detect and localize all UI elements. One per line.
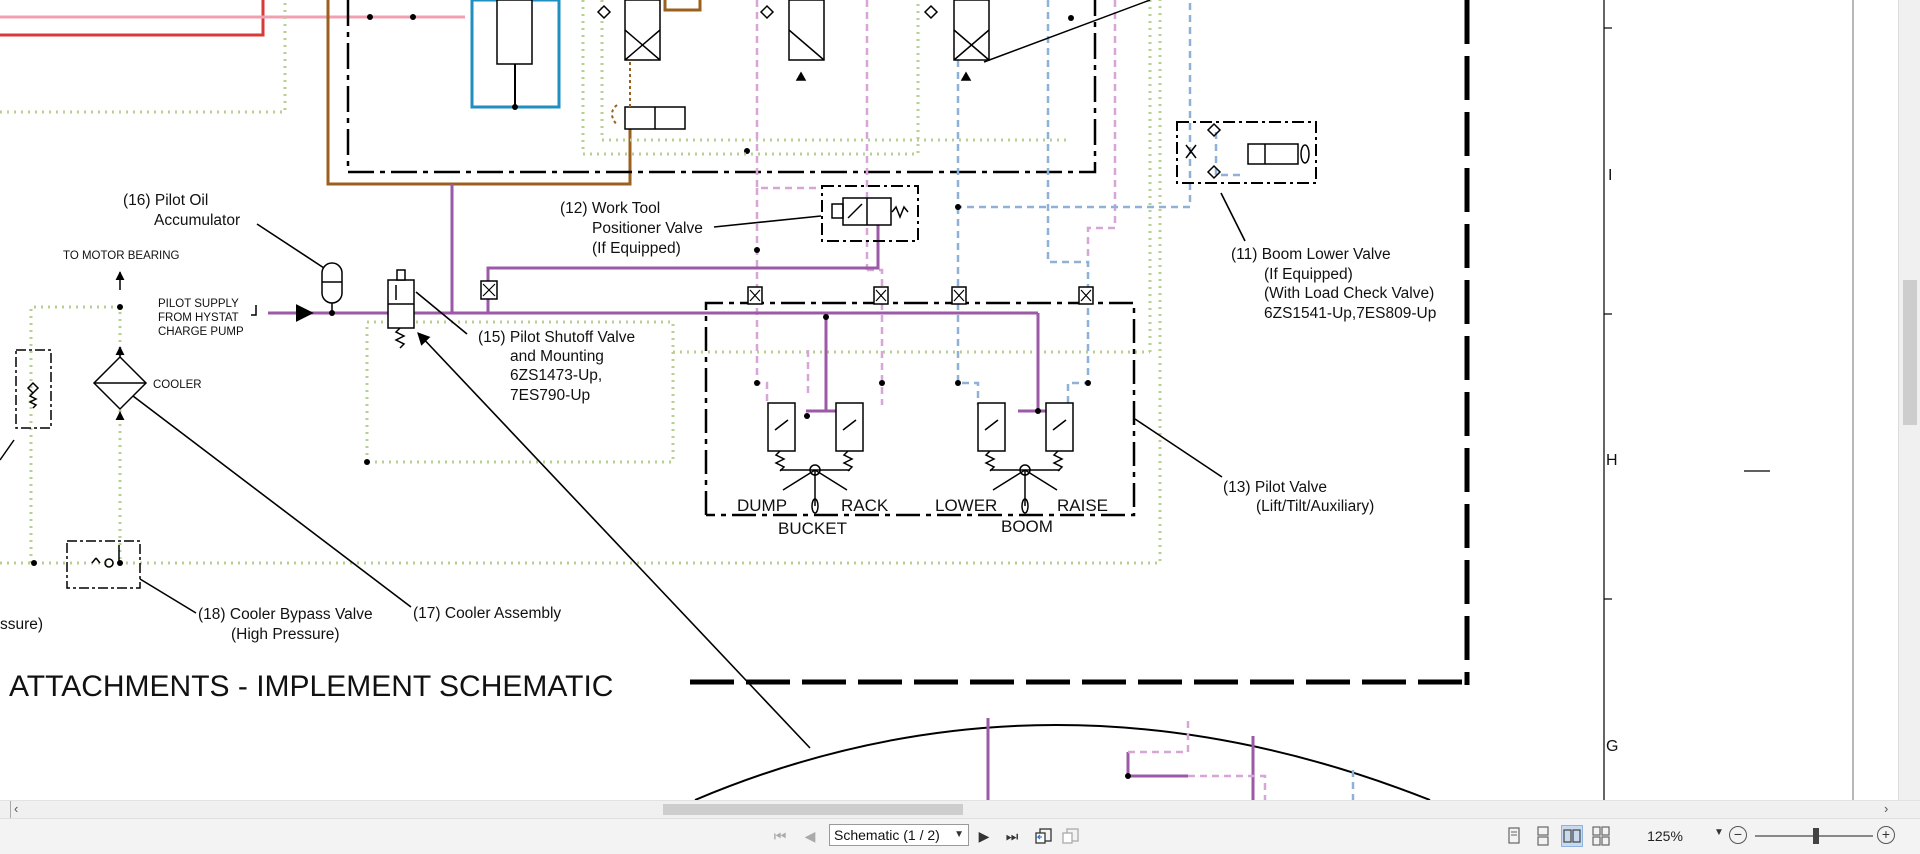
cooler-assembly-label: (17) Cooler Assembly xyxy=(413,605,561,622)
pilot-valve-label-2: (Lift/Tilt/Auxiliary) xyxy=(1256,498,1374,515)
scroll-left-arrow-icon[interactable]: ‹ xyxy=(14,801,19,816)
zoom-slider-thumb[interactable] xyxy=(1813,828,1819,844)
cooler-bypass-valve xyxy=(66,540,141,589)
pilot-supply-lines xyxy=(268,184,1062,413)
case-drain-lines xyxy=(0,0,1162,565)
document-viewport[interactable]: (16) Pilot Oil Accumulator (12) Work Too… xyxy=(0,0,1898,800)
next-view-icon[interactable] xyxy=(1061,826,1081,846)
pilot-supply-arrow xyxy=(251,304,314,322)
left-cut-label: ssure) xyxy=(0,616,43,633)
grid-label-g: G xyxy=(1606,738,1618,755)
detail-ellipse xyxy=(694,718,1431,800)
left-relief-valve xyxy=(0,349,52,461)
cooler-symbol xyxy=(92,271,148,421)
top-valve-stack xyxy=(596,0,1151,81)
pilot-oil-accumulator-label-2: Accumulator xyxy=(154,212,240,229)
grid-label-i: I xyxy=(1608,167,1612,184)
pilot-oil-accumulator xyxy=(321,262,343,313)
previous-page-icon[interactable]: ◀ xyxy=(804,828,816,844)
vertical-scroll-thumb[interactable] xyxy=(1903,280,1917,425)
work-tool-positioner-label-1: (12) Work Tool xyxy=(560,200,660,217)
horizontal-scrollbar[interactable]: ‹ › xyxy=(0,800,1920,818)
solenoid-valve-small xyxy=(611,62,686,130)
boom-lower-valve-label-4: 6ZS1541-Up,7ES809-Up xyxy=(1264,305,1436,322)
pilot-oil-accumulator-label-1: (16) Pilot Oil xyxy=(123,192,208,209)
to-motor-bearing-label: TO MOTOR BEARING xyxy=(63,250,180,262)
pilot-junction-dots xyxy=(31,204,1091,566)
status-bar: ⏮ ◀ Schematic (1 / 2) ▼ ▶ ⏭ 125% ▼ − + xyxy=(0,818,1920,854)
title-border xyxy=(690,0,1470,685)
pilot-shutoff-valve-label-2: and Mounting xyxy=(510,348,604,365)
pilot-shutoff-valve-label-1: (15) Pilot Shutoff Valve xyxy=(478,329,635,346)
zoom-level[interactable]: 125% xyxy=(1647,828,1683,844)
pilot-valve-label-1: (13) Pilot Valve xyxy=(1223,479,1327,496)
continuous-view-icon[interactable] xyxy=(1532,825,1554,847)
page-selector-value: Schematic (1 / 2) xyxy=(834,827,940,843)
cooler-bypass-label-2: (High Pressure) xyxy=(231,626,340,643)
boom-lower-valve-label-1: (11) Boom Lower Valve xyxy=(1231,246,1391,263)
cooler-label: COOLER xyxy=(153,379,202,391)
top-pink-line xyxy=(0,14,465,20)
chevron-down-icon: ▼ xyxy=(954,829,964,840)
zoom-out-icon[interactable]: − xyxy=(1729,826,1747,844)
lower-label: LOWER xyxy=(935,496,997,515)
orange-supply-line xyxy=(326,0,702,186)
two-page-view-icon[interactable] xyxy=(1561,825,1583,847)
rack-label: RACK xyxy=(841,496,889,515)
blue-valve-block xyxy=(470,0,561,110)
boom-label: BOOM xyxy=(1001,517,1053,536)
bucket-label: BUCKET xyxy=(778,519,847,538)
top-red-line xyxy=(0,0,265,37)
single-page-view-icon[interactable] xyxy=(1503,825,1525,847)
boom-lower-valve xyxy=(1176,121,1317,184)
right-margin-ruler xyxy=(1603,0,1854,800)
dump-label: DUMP xyxy=(737,496,787,515)
page-selector[interactable]: Schematic (1 / 2) ▼ xyxy=(829,824,969,846)
last-page-icon[interactable]: ⏭ xyxy=(1005,828,1019,844)
horizontal-scroll-thumb[interactable] xyxy=(663,804,963,815)
work-tool-positioner-label-2: Positioner Valve xyxy=(592,220,703,237)
pilot-supply-label-3: CHARGE PUMP xyxy=(158,326,244,338)
grid-label-h: H xyxy=(1606,452,1618,469)
pilot-drain-dashed xyxy=(755,0,1117,405)
zoom-in-icon[interactable]: + xyxy=(1877,826,1895,844)
scroll-right-arrow-icon[interactable]: › xyxy=(1884,801,1889,816)
leader-lines xyxy=(132,192,1246,749)
pilot-shutoff-valve-label-3: 6ZS1473-Up, xyxy=(510,367,602,384)
pilot-supply-label-1: PILOT SUPPLY xyxy=(158,298,239,310)
cooler-bypass-label-1: (18) Cooler Bypass Valve xyxy=(198,606,373,623)
boom-lower-valve-label-3: (With Load Check Valve) xyxy=(1264,285,1434,302)
pilot-shutoff-valve xyxy=(387,269,415,349)
hscroll-left-edge xyxy=(0,801,11,818)
pilot-shutoff-valve-label-4: 7ES790-Up xyxy=(510,387,590,404)
schematic-drawing: (16) Pilot Oil Accumulator (12) Work Too… xyxy=(0,0,1854,800)
next-page-icon[interactable]: ▶ xyxy=(978,828,990,844)
boom-lower-valve-label-2: (If Equipped) xyxy=(1264,266,1353,283)
boom-lower-dashed xyxy=(956,0,1240,405)
schematic-title: ATTACHMENTS - IMPLEMENT SCHEMATIC xyxy=(9,670,613,703)
previous-view-icon[interactable] xyxy=(1034,826,1054,846)
work-tool-positioner-valve xyxy=(821,185,919,242)
pilot-valve-box xyxy=(480,280,1136,517)
raise-label: RAISE xyxy=(1057,496,1108,515)
first-page-icon[interactable]: ⏮ xyxy=(773,828,787,844)
vertical-scrollbar[interactable] xyxy=(1898,0,1920,800)
zoom-dropdown-icon[interactable]: ▼ xyxy=(1714,827,1724,838)
two-page-continuous-view-icon[interactable] xyxy=(1590,825,1612,847)
pilot-supply-label-2: FROM HYSTAT xyxy=(158,312,239,324)
work-tool-positioner-label-3: (If Equipped) xyxy=(592,240,681,257)
